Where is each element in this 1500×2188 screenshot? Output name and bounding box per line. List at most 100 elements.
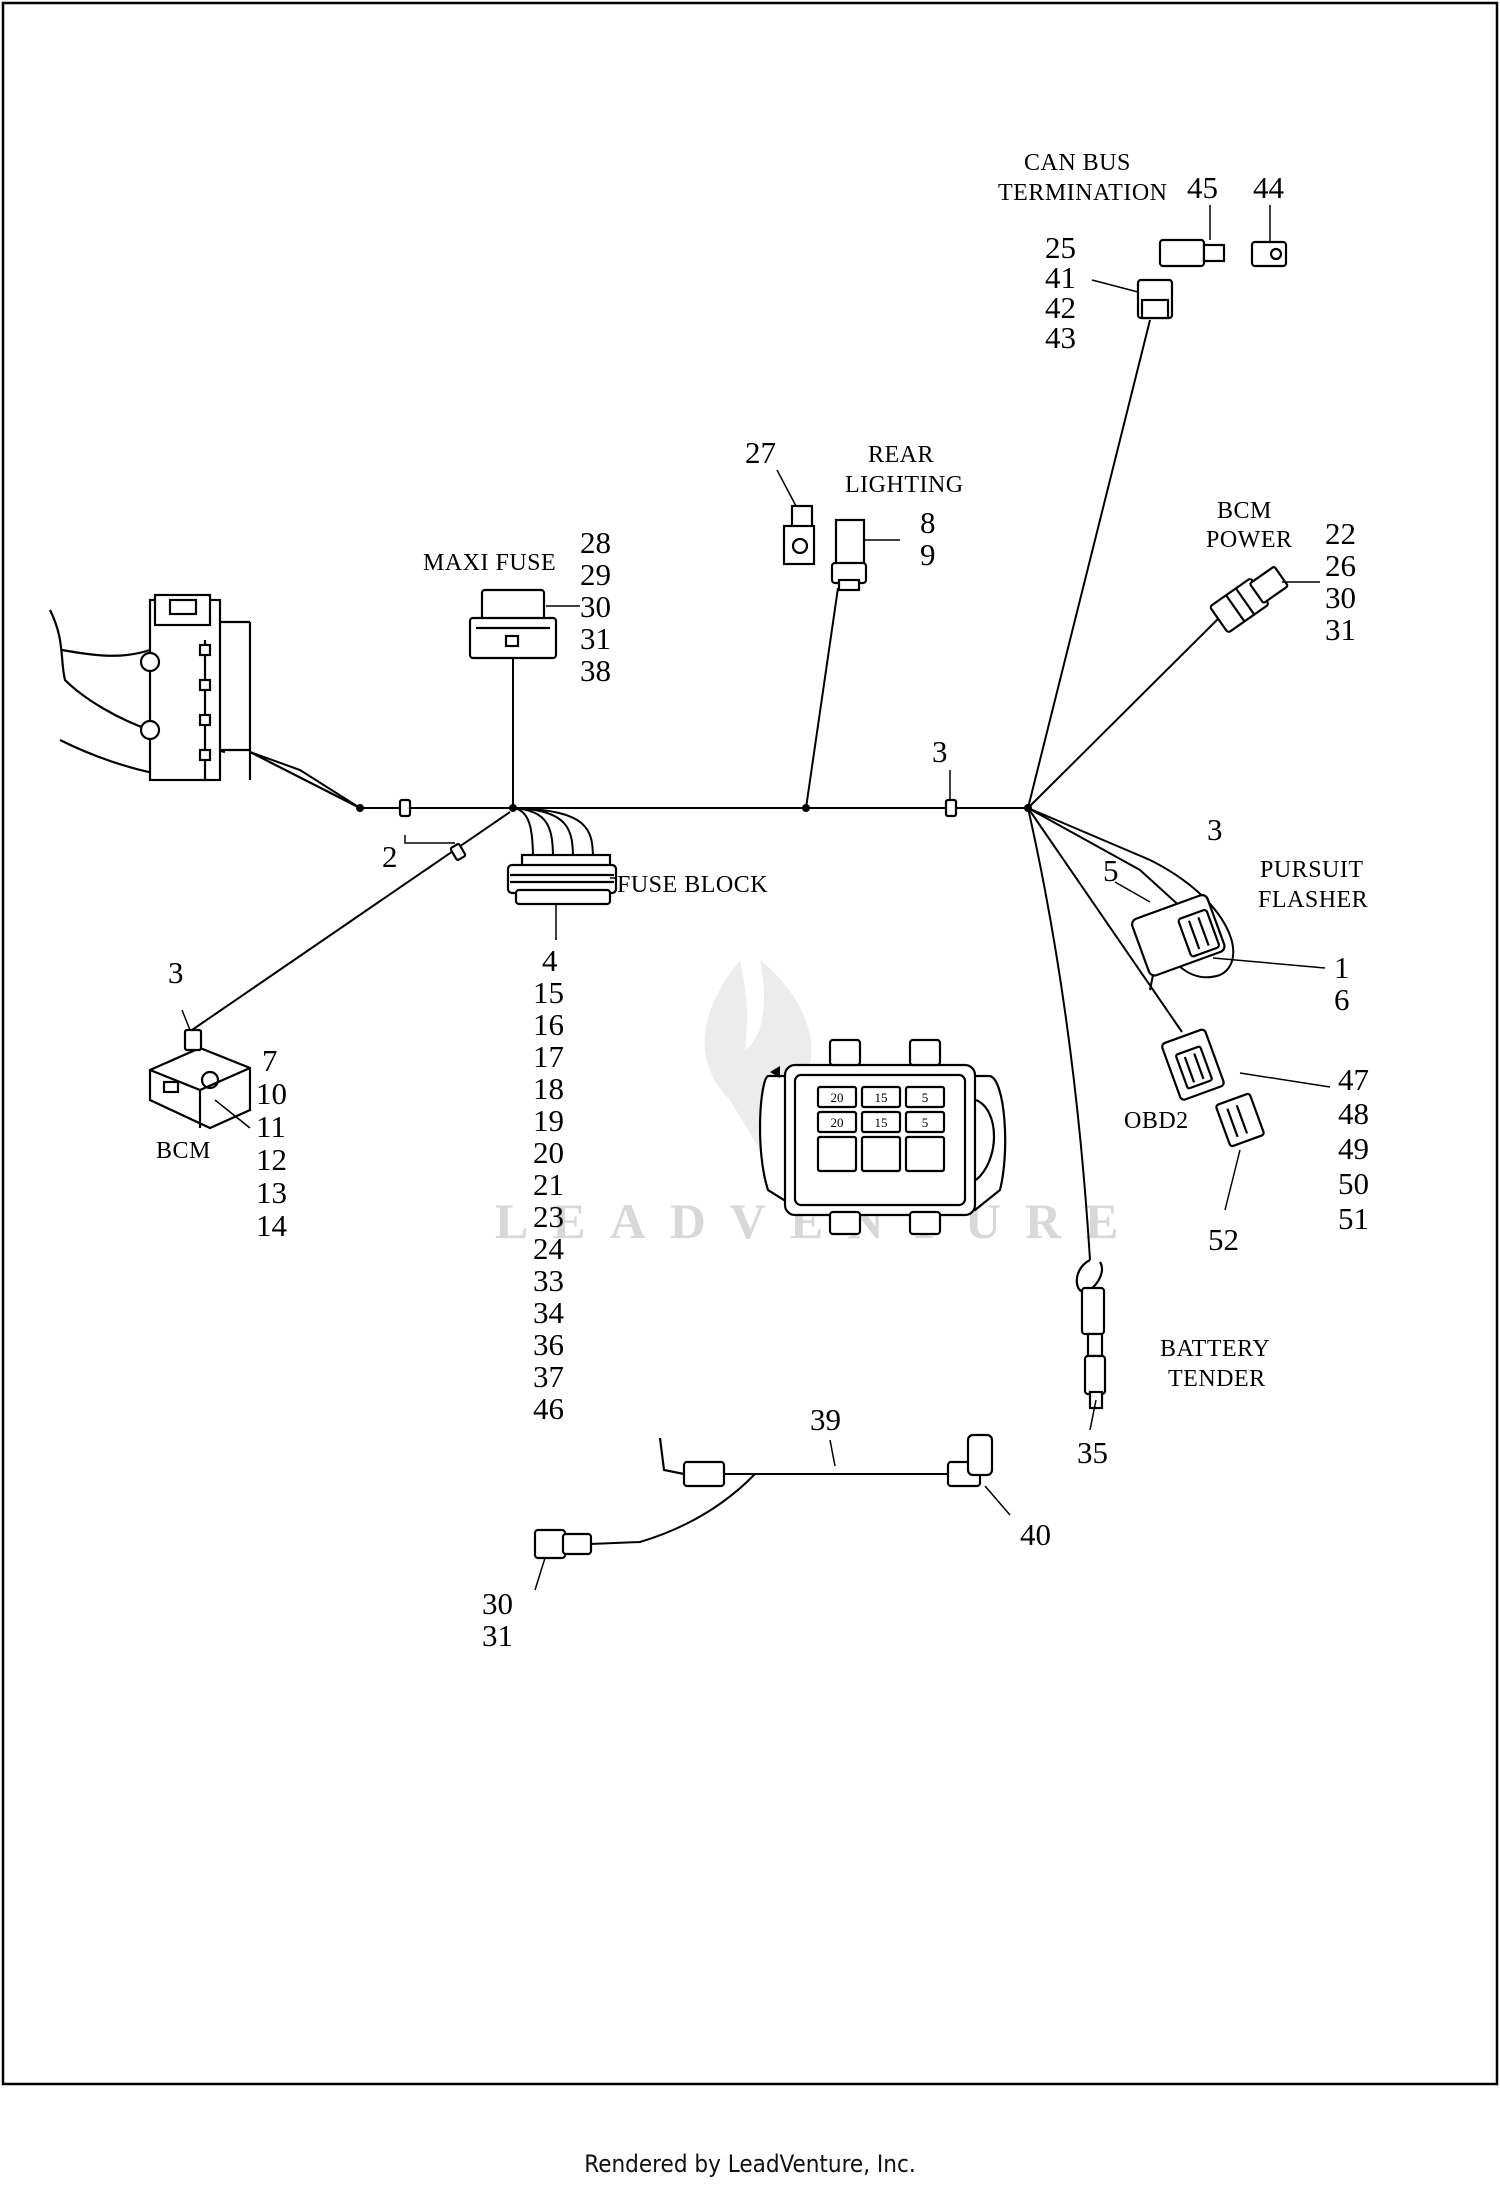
callout-30-b: 30 bbox=[1325, 580, 1356, 615]
callout-4: 4 bbox=[542, 943, 558, 978]
bcm-module bbox=[148, 1009, 252, 1130]
caption-rear: REAR bbox=[868, 442, 934, 468]
pursuit-flasher bbox=[1114, 881, 1326, 977]
caption-maxi-fuse: MAXI FUSE bbox=[423, 550, 556, 576]
callout-40: 40 bbox=[1020, 1517, 1051, 1552]
callout-3-flasher: 3 bbox=[1207, 812, 1223, 847]
jumper-harness bbox=[533, 1433, 1011, 1591]
tie-strap-trunk bbox=[944, 770, 958, 818]
callout-16: 16 bbox=[533, 1007, 564, 1042]
callout-50: 50 bbox=[1338, 1166, 1369, 1201]
rear-lighting-clip bbox=[776, 469, 816, 566]
caption-obd2: OBD2 bbox=[1124, 1108, 1189, 1134]
caption-fuse-block: FUSE BLOCK bbox=[617, 872, 768, 898]
frame-outline bbox=[49, 593, 361, 809]
callout-22: 22 bbox=[1325, 516, 1356, 551]
callout-31: 31 bbox=[580, 621, 611, 656]
callout-36: 36 bbox=[533, 1327, 564, 1362]
callout-44: 44 bbox=[1253, 170, 1285, 205]
callout-27: 27 bbox=[745, 435, 776, 470]
callout-29: 29 bbox=[580, 557, 611, 592]
callout-11: 11 bbox=[256, 1109, 286, 1144]
obd2-cap bbox=[1215, 1092, 1265, 1211]
callout-15: 15 bbox=[533, 975, 564, 1010]
callout-28: 28 bbox=[580, 525, 611, 560]
caption-battery: BATTERY bbox=[1160, 1336, 1270, 1362]
callout-48: 48 bbox=[1338, 1096, 1369, 1131]
diagram-border bbox=[1, 1, 1499, 2086]
callout-7: 7 bbox=[262, 1043, 278, 1078]
caption-tender: TENDER bbox=[1168, 1366, 1266, 1392]
callout-30-c: 30 bbox=[482, 1586, 513, 1621]
callout-1: 1 bbox=[1334, 950, 1350, 985]
callout-45: 45 bbox=[1187, 170, 1218, 205]
callout-3-trunk: 3 bbox=[932, 734, 948, 769]
maxi-fuse bbox=[468, 588, 580, 660]
callout-5: 5 bbox=[1103, 853, 1119, 888]
inset-fuse-label: 20 bbox=[831, 1090, 844, 1105]
callout-39: 39 bbox=[810, 1402, 841, 1437]
caption-lighting: LIGHTING bbox=[845, 472, 964, 498]
callout-41: 41 bbox=[1045, 260, 1076, 295]
callout-31-c: 31 bbox=[482, 1618, 513, 1653]
callout-52: 52 bbox=[1208, 1222, 1239, 1257]
callout-26: 26 bbox=[1325, 548, 1356, 583]
bcm-power-connector bbox=[1209, 566, 1320, 633]
can-bus-termination bbox=[1158, 205, 1288, 268]
harness-wires bbox=[191, 319, 1235, 1261]
callout-21: 21 bbox=[533, 1167, 564, 1202]
callout-33: 33 bbox=[533, 1263, 564, 1298]
callout-38: 38 bbox=[580, 653, 611, 688]
inset-fuse-label: 15 bbox=[875, 1090, 888, 1105]
callout-51: 51 bbox=[1338, 1201, 1369, 1236]
rear-lighting-connector bbox=[830, 518, 900, 592]
callout-13: 13 bbox=[256, 1175, 287, 1210]
caption-bcm: BCM bbox=[156, 1138, 211, 1164]
caption-can-bus: CAN BUS bbox=[1024, 150, 1131, 176]
caption-termination: TERMINATION bbox=[998, 180, 1167, 206]
caption-pursuit: PURSUIT bbox=[1260, 857, 1364, 883]
obd2-connector bbox=[1161, 1028, 1331, 1101]
footer-credit: Rendered by LeadVenture, Inc. bbox=[584, 2150, 916, 2178]
caption-bcm-power-2: POWER bbox=[1206, 527, 1293, 553]
callout-8: 8 bbox=[920, 505, 936, 540]
callout-30: 30 bbox=[580, 589, 611, 624]
fuse-block-inset: 20 15 5 20 15 5 bbox=[758, 1038, 1007, 1236]
callout-43: 43 bbox=[1045, 320, 1076, 355]
caption-bcm-power-1: BCM bbox=[1217, 498, 1272, 524]
callout-2: 2 bbox=[382, 839, 398, 874]
callout-49: 49 bbox=[1338, 1131, 1369, 1166]
callout-3-bcm: 3 bbox=[168, 955, 184, 990]
callout-17: 17 bbox=[533, 1039, 564, 1074]
caption-flasher: FLASHER bbox=[1258, 887, 1368, 913]
inset-fuse-label: 15 bbox=[875, 1115, 888, 1130]
inset-fuse-label: 20 bbox=[831, 1115, 844, 1130]
callout-46: 46 bbox=[533, 1391, 564, 1426]
inset-fuse-label: 5 bbox=[922, 1115, 929, 1130]
callout-9: 9 bbox=[920, 537, 936, 572]
battery-tender bbox=[1075, 1259, 1107, 1431]
callout-20: 20 bbox=[533, 1135, 564, 1170]
callout-6: 6 bbox=[1334, 982, 1350, 1017]
callout-34: 34 bbox=[533, 1295, 565, 1330]
callout-35: 35 bbox=[1077, 1435, 1108, 1470]
callout-19: 19 bbox=[533, 1103, 564, 1138]
fuse-block bbox=[506, 853, 618, 940]
callout-12: 12 bbox=[256, 1142, 287, 1177]
captions: CAN BUS TERMINATION REAR LIGHTING MAXI F… bbox=[156, 150, 1368, 1392]
callout-24: 24 bbox=[533, 1231, 565, 1266]
callout-37: 37 bbox=[533, 1359, 564, 1394]
callout-23: 23 bbox=[533, 1199, 564, 1234]
can-bus-connector bbox=[1091, 278, 1174, 320]
inset-fuse-label: 5 bbox=[922, 1090, 929, 1105]
callouts: 45 44 25 41 42 43 27 8 9 28 29 30 31 38 … bbox=[168, 170, 1369, 1653]
callout-47: 47 bbox=[1338, 1062, 1369, 1097]
tie-strap-left bbox=[398, 798, 467, 861]
callout-10: 10 bbox=[256, 1076, 287, 1111]
callout-14: 14 bbox=[256, 1208, 288, 1243]
callout-31-b: 31 bbox=[1325, 612, 1356, 647]
callout-42: 42 bbox=[1045, 290, 1076, 325]
callout-25: 25 bbox=[1045, 230, 1076, 265]
callout-18: 18 bbox=[533, 1071, 564, 1106]
